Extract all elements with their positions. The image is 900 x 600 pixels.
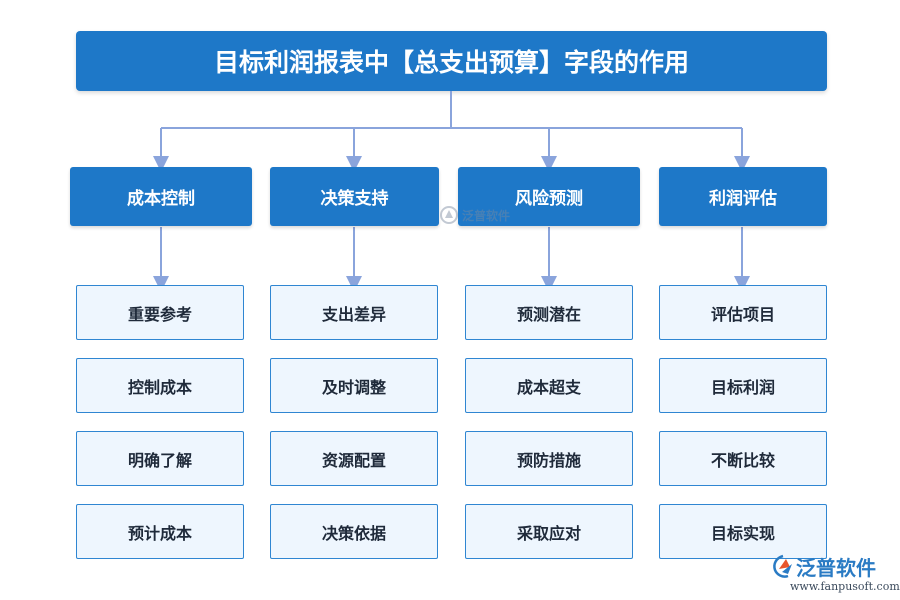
- brand-name: 泛普软件: [796, 556, 876, 580]
- item-cost-control-4: 预计成本: [76, 504, 244, 559]
- item-risk-prediction-3: 预防措施: [465, 431, 633, 486]
- item-cost-control-2: 控制成本: [76, 358, 244, 413]
- item-risk-prediction-2: 成本超支: [465, 358, 633, 413]
- brand-url: www.fanpusoft.com: [790, 580, 900, 593]
- item-cost-control-1: 重要参考: [76, 285, 244, 340]
- watermark-logo-icon: [440, 206, 458, 224]
- item-decision-support-3: 资源配置: [270, 431, 438, 486]
- item-profit-evaluation-1: 评估项目: [659, 285, 827, 340]
- category-decision-support: 决策支持: [270, 167, 439, 226]
- category-cost-control: 成本控制: [70, 167, 252, 226]
- watermark-text: 泛普软件: [462, 208, 511, 223]
- item-profit-evaluation-2: 目标利润: [659, 358, 827, 413]
- item-risk-prediction-4: 采取应对: [465, 504, 633, 559]
- item-decision-support-1: 支出差异: [270, 285, 438, 340]
- category-profit-evaluation: 利润评估: [659, 167, 827, 226]
- item-decision-support-4: 决策依据: [270, 504, 438, 559]
- brand-logo: 泛普软件 www.fanpusoft.com: [770, 552, 900, 598]
- item-profit-evaluation-4: 目标实现: [659, 504, 827, 559]
- category-risk-prediction: 风险预测: [458, 167, 640, 226]
- item-cost-control-3: 明确了解: [76, 431, 244, 486]
- watermark: 泛普软件: [440, 204, 530, 226]
- diagram-title: 目标利润报表中【总支出预算】字段的作用: [76, 31, 827, 91]
- brand-logo-icon: [773, 554, 792, 578]
- item-decision-support-2: 及时调整: [270, 358, 438, 413]
- item-profit-evaluation-3: 不断比较: [659, 431, 827, 486]
- item-risk-prediction-1: 预测潜在: [465, 285, 633, 340]
